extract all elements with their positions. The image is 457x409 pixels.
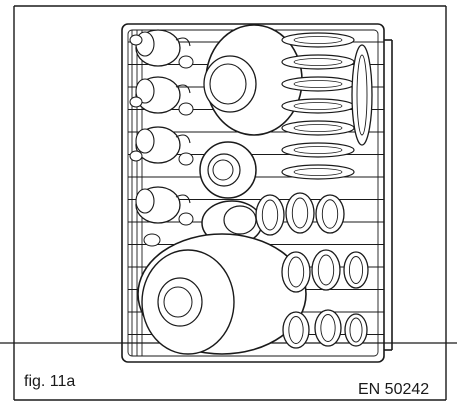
plate-edge — [281, 54, 355, 70]
cup-handle — [175, 37, 191, 47]
glass — [285, 192, 315, 234]
glass — [315, 194, 345, 234]
plate-rim — [293, 36, 343, 44]
figure-caption: fig. 11a — [24, 373, 76, 390]
cup-handle — [175, 134, 191, 144]
plate-edge — [281, 164, 355, 180]
glass-inner — [291, 197, 309, 229]
glass — [255, 194, 285, 236]
cup-rim — [129, 34, 143, 46]
basket-outline — [121, 23, 393, 363]
glass-inner — [317, 254, 335, 286]
glass — [281, 251, 311, 293]
cup-foot — [178, 212, 194, 226]
cup-rim — [143, 233, 161, 247]
glass-inner — [321, 199, 339, 229]
plate-rim — [293, 124, 343, 132]
glasses-right — [255, 192, 369, 349]
large-plate-bottom — [137, 233, 307, 355]
glass — [314, 309, 342, 347]
large-plate-top — [203, 24, 303, 136]
glass — [282, 311, 310, 349]
plate-edge — [281, 98, 355, 114]
plate-rim — [293, 58, 343, 66]
glass-inner — [349, 317, 363, 343]
glass-inner — [287, 256, 305, 288]
cup-opening — [135, 188, 155, 214]
side-plate — [351, 44, 373, 146]
cup-foot — [178, 152, 194, 166]
plate-rim — [293, 146, 343, 154]
glass-inner — [320, 314, 336, 342]
plate-stack-right — [281, 32, 373, 180]
cup-foot — [178, 55, 194, 69]
plate-rim — [293, 102, 343, 110]
cup-rim — [129, 150, 143, 162]
plate-edge — [281, 120, 355, 136]
side-plate-inner — [356, 54, 368, 136]
glass — [343, 251, 369, 289]
standard-reference: EN 50242 — [358, 381, 430, 398]
cup-handle — [175, 84, 191, 94]
cup-rim — [129, 96, 143, 108]
plate-rim — [293, 80, 343, 88]
figure-frame — [13, 5, 447, 401]
cup-opening — [135, 128, 155, 154]
glass-inner — [261, 199, 279, 231]
cup-foot — [178, 102, 194, 116]
glass-inner — [288, 316, 304, 344]
plate-edge — [281, 76, 355, 92]
glass — [344, 313, 368, 347]
glass-inner — [348, 256, 364, 284]
plate-edge — [281, 32, 355, 48]
saucer-middle — [199, 141, 257, 199]
glass — [311, 249, 341, 291]
plate-edge — [281, 142, 355, 158]
cups-column — [129, 29, 194, 247]
cup-opening — [135, 78, 155, 104]
plate-rim — [293, 168, 343, 176]
cup-handle — [175, 194, 191, 204]
